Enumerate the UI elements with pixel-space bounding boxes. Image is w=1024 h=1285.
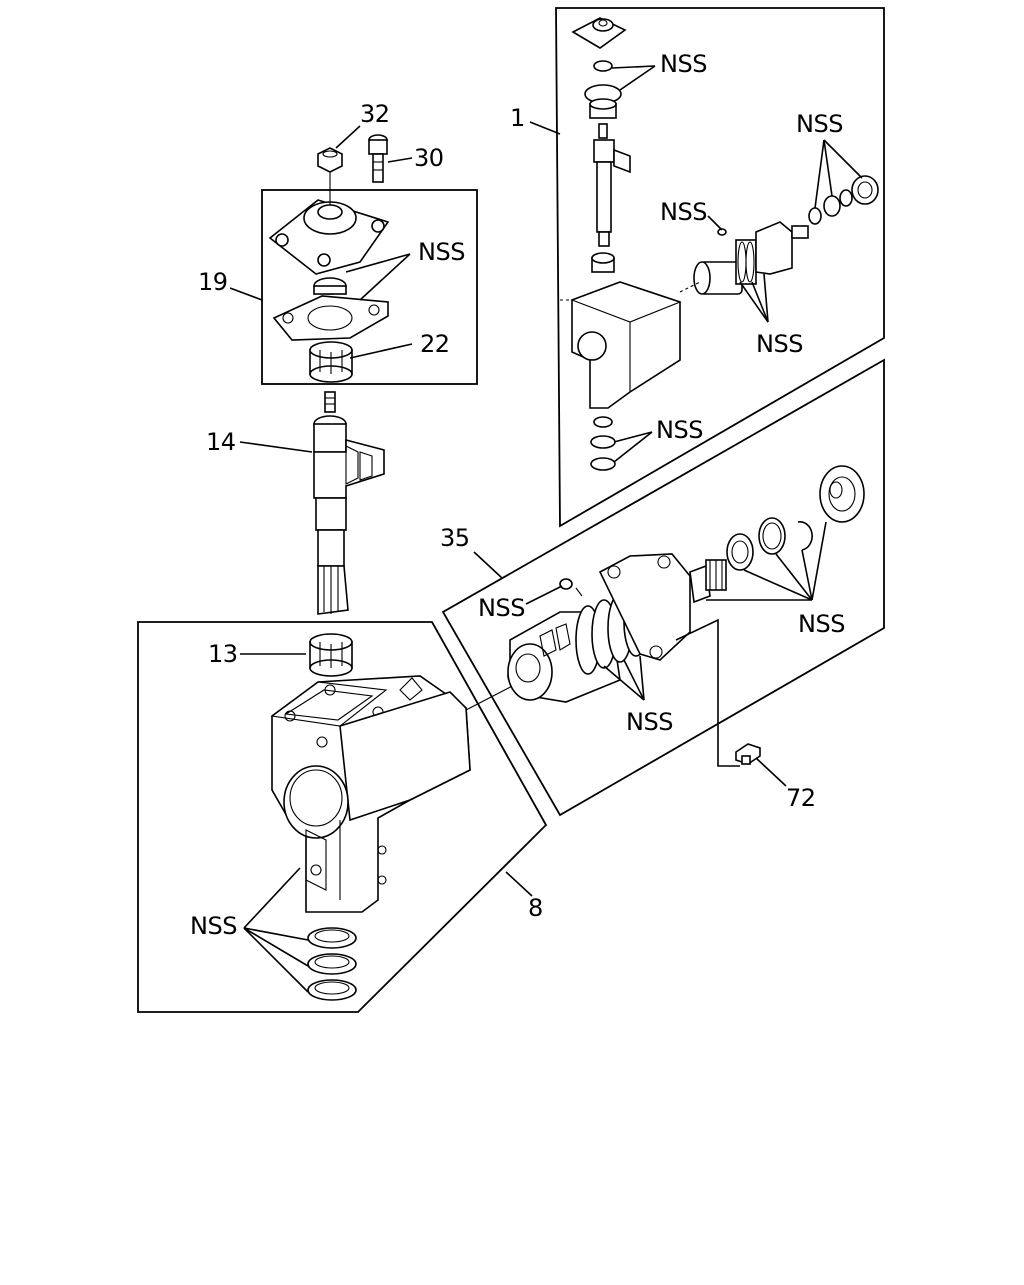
label-nss-top-seals: NSS [660, 50, 707, 78]
part-30-bolt [368, 134, 388, 183]
label-nss-housing-seals: NSS [190, 912, 237, 940]
label-part-32: 32 [360, 100, 390, 128]
seal-gasket-set [272, 277, 389, 341]
label-part-22: 22 [420, 330, 450, 358]
label-nss-lower-seals: NSS [656, 416, 703, 444]
part-8-gear-housing [270, 675, 521, 913]
label-part-19: 19 [198, 268, 228, 296]
label-nss-35-oring: NSS [478, 594, 525, 622]
part-22-bearing [309, 341, 353, 383]
part-35-valve-piston-assembly [507, 465, 865, 767]
label-nss-35-rings: NSS [626, 708, 673, 736]
label-part-8: 8 [528, 894, 543, 922]
part-19-cover [268, 172, 390, 275]
leader-lines [229, 65, 863, 993]
label-nss-mini-rings: NSS [756, 330, 803, 358]
callout-labels: 1 NSS NSS NSS NSS NSS 32 30 NSS 19 22 14… [190, 50, 845, 940]
part-32-nut [317, 147, 343, 173]
label-part-30: 30 [414, 144, 444, 172]
part-72-bleeder-plug [735, 743, 761, 765]
label-part-14: 14 [206, 428, 236, 456]
label-part-72: 72 [786, 784, 816, 812]
label-nss-oring: NSS [660, 198, 707, 226]
label-nss-right-seals: NSS [796, 110, 843, 138]
label-part-35: 35 [440, 524, 470, 552]
housing-seal-rings [307, 927, 357, 1001]
label-nss-35-seals: NSS [798, 610, 845, 638]
label-part-1: 1 [510, 104, 525, 132]
label-part-13: 13 [208, 640, 238, 668]
assembly-1-frame [555, 7, 885, 528]
assembly-1-parts [560, 17, 879, 471]
part-13-bearing [309, 633, 353, 677]
assembly-8-frame [137, 621, 548, 1013]
part-14-sector-shaft [313, 391, 385, 615]
label-nss-cover-seals: NSS [418, 238, 465, 266]
assembly-35-frame [441, 358, 885, 817]
assembly-19-frame [261, 189, 478, 385]
